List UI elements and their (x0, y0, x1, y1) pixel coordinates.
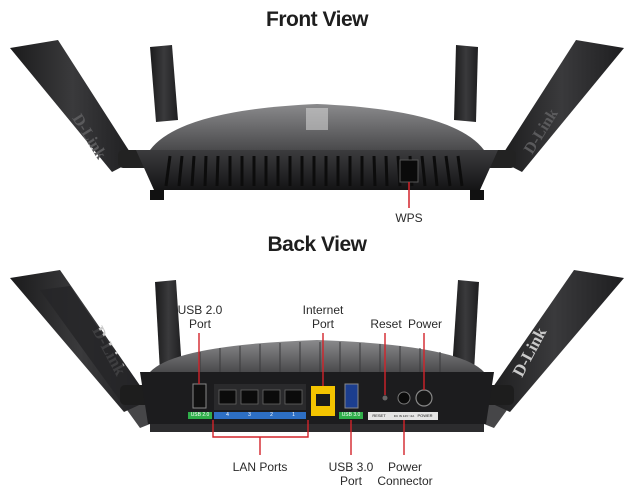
front-right-outer-antenna: D-Link (499, 40, 624, 172)
power-connector-line2: Connector (377, 474, 433, 488)
reset-strip-text: RESET (372, 413, 386, 418)
power-label: Power (407, 317, 442, 331)
lan-number-3: 3 (248, 412, 251, 418)
front-router-illustration: D-Link D-Link (10, 40, 624, 208)
internet-port (311, 386, 335, 416)
lan-number-1: 1 (292, 412, 295, 418)
usb30-port (344, 383, 359, 409)
dcin-strip-text: DC IN 12V⎓2A (393, 414, 415, 418)
front-view-heading: Front View (266, 8, 368, 31)
front-left-outer-antenna: D-Link (10, 40, 135, 172)
lan-port-4 (218, 389, 237, 405)
power-connector-label: Power Connector (374, 460, 436, 488)
lan-port-2 (262, 389, 281, 405)
usb20-label-line2: Port (188, 317, 211, 331)
usb30-label-line1: USB 3.0 (328, 460, 374, 474)
power-strip-text: POWER (417, 413, 433, 418)
lan-number-4: 4 (226, 412, 229, 418)
lan-ports-label: LAN Ports (232, 460, 288, 474)
wps-button (399, 159, 419, 183)
usb20-port (192, 383, 207, 409)
usb20-port-label: USB 2.0 Port (174, 303, 226, 331)
internet-port-label: Internet Port (294, 303, 352, 331)
usb30-label-line2: Port (339, 474, 362, 488)
usb30-strip-text: USB 3.0 (341, 412, 361, 418)
back-left-brand: D-Link (88, 323, 130, 379)
back-view-heading: Back View (267, 233, 367, 256)
internet-label-line2: Port (311, 317, 334, 331)
usb30-port-label: USB 3.0 Port (325, 460, 377, 488)
internet-label-line1: Internet (302, 303, 344, 317)
reset-label: Reset (370, 317, 402, 331)
lan-port-3 (240, 389, 259, 405)
power-connector-line1: Power (387, 460, 422, 474)
wps-label: WPS (395, 211, 423, 225)
back-left-outer-antenna: D-Link (10, 270, 150, 412)
front-left-inner-antenna (150, 45, 178, 122)
lan-port-1 (284, 389, 303, 405)
reset-button (382, 395, 388, 401)
front-right-inner-antenna (454, 45, 478, 122)
usb20-label-line1: USB 2.0 (177, 303, 223, 317)
dc-power-connector (397, 391, 411, 405)
usb20-strip-text: USB 2.0 (190, 412, 210, 418)
back-right-inner-antenna (452, 280, 479, 372)
back-right-outer-antenna: D-Link (484, 270, 624, 412)
lan-number-2: 2 (270, 412, 273, 418)
power-button (415, 389, 433, 407)
back-right-brand: D-Link (509, 324, 551, 380)
